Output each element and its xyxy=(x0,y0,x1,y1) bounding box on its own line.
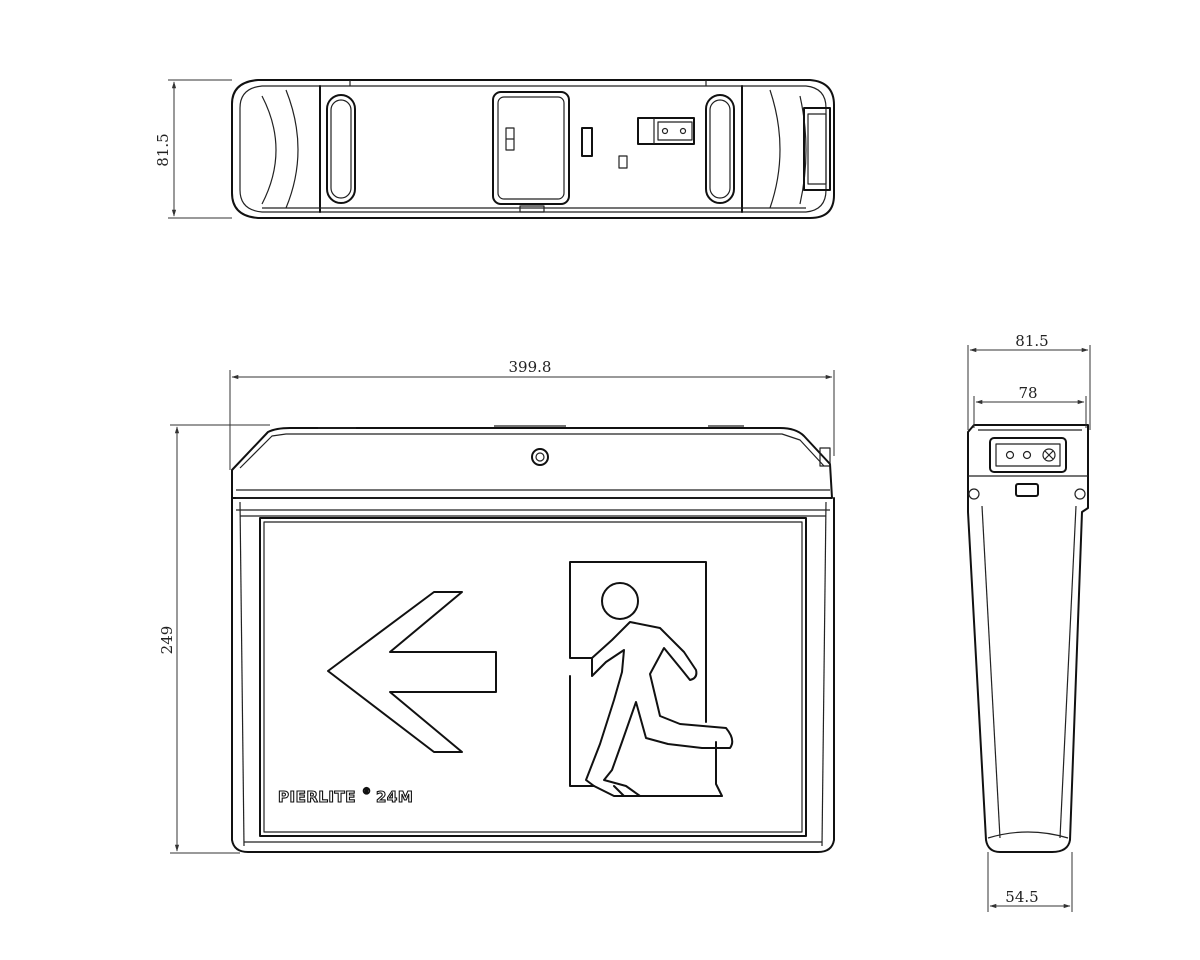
exit-running-man-icon xyxy=(569,561,723,797)
model-number: 24M xyxy=(376,788,413,806)
top-view xyxy=(231,79,835,219)
side-overall-depth-dimension: 81.5 xyxy=(967,332,1091,430)
brand-mark: ® xyxy=(362,787,372,797)
left-arrow-icon xyxy=(327,591,497,753)
side-view xyxy=(967,424,1089,853)
top-view-height-label: 81.5 xyxy=(154,133,172,166)
side-overall-depth-label: 81.5 xyxy=(1015,332,1048,350)
side-bottom-depth-dimension: 54.5 xyxy=(987,852,1073,912)
side-inner-depth-dimension: 78 xyxy=(973,384,1087,428)
front-view: PIERLITE ® 24M xyxy=(231,425,835,853)
brand-name: PIERLITE xyxy=(278,788,356,806)
side-bottom-depth-label: 54.5 xyxy=(1005,888,1038,906)
side-inner-depth-label: 78 xyxy=(1018,384,1037,402)
front-height-label: 249 xyxy=(158,626,176,655)
front-width-dimension: 399.8 xyxy=(229,358,835,470)
front-height-dimension: 249 xyxy=(158,424,270,854)
top-view-height-dimension: 81.5 xyxy=(154,79,232,219)
front-width-label: 399.8 xyxy=(509,358,552,376)
